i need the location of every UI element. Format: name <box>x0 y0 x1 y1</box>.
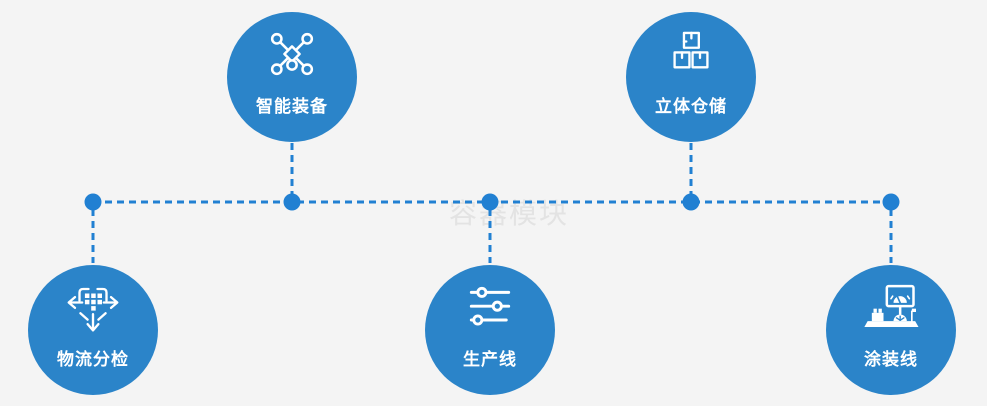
control-station-icon <box>864 284 919 327</box>
node-label: 涂装线 <box>864 350 918 369</box>
connector-dot <box>882 193 900 211</box>
stacked-boxes-icon <box>673 31 709 69</box>
node-label: 生产线 <box>463 350 517 369</box>
connector-dot <box>283 193 301 211</box>
node-warehouse[interactable]: 立体仓储 <box>626 12 756 142</box>
connector-dot <box>481 193 499 211</box>
connector-dot <box>84 193 102 211</box>
node-production-line[interactable]: 生产线 <box>425 265 555 395</box>
iconbox <box>64 282 122 332</box>
node-label: 智能装备 <box>256 97 328 116</box>
node-intelligent-equipment[interactable]: 智能装备 <box>227 12 357 142</box>
network-nodes-icon <box>270 32 314 76</box>
node-logistics-sorting[interactable]: 物流分检 <box>28 265 158 395</box>
connector-dot <box>682 193 700 211</box>
sliders-icon <box>469 286 511 326</box>
iconbox <box>265 29 319 79</box>
iconbox <box>464 282 516 332</box>
node-painting-line[interactable]: 涂装线 <box>826 265 956 395</box>
crosshair-arrows-icon <box>67 287 119 332</box>
iconbox <box>857 282 925 332</box>
node-label: 物流分检 <box>57 350 129 369</box>
iconbox <box>666 29 716 79</box>
node-label: 立体仓储 <box>655 97 727 116</box>
